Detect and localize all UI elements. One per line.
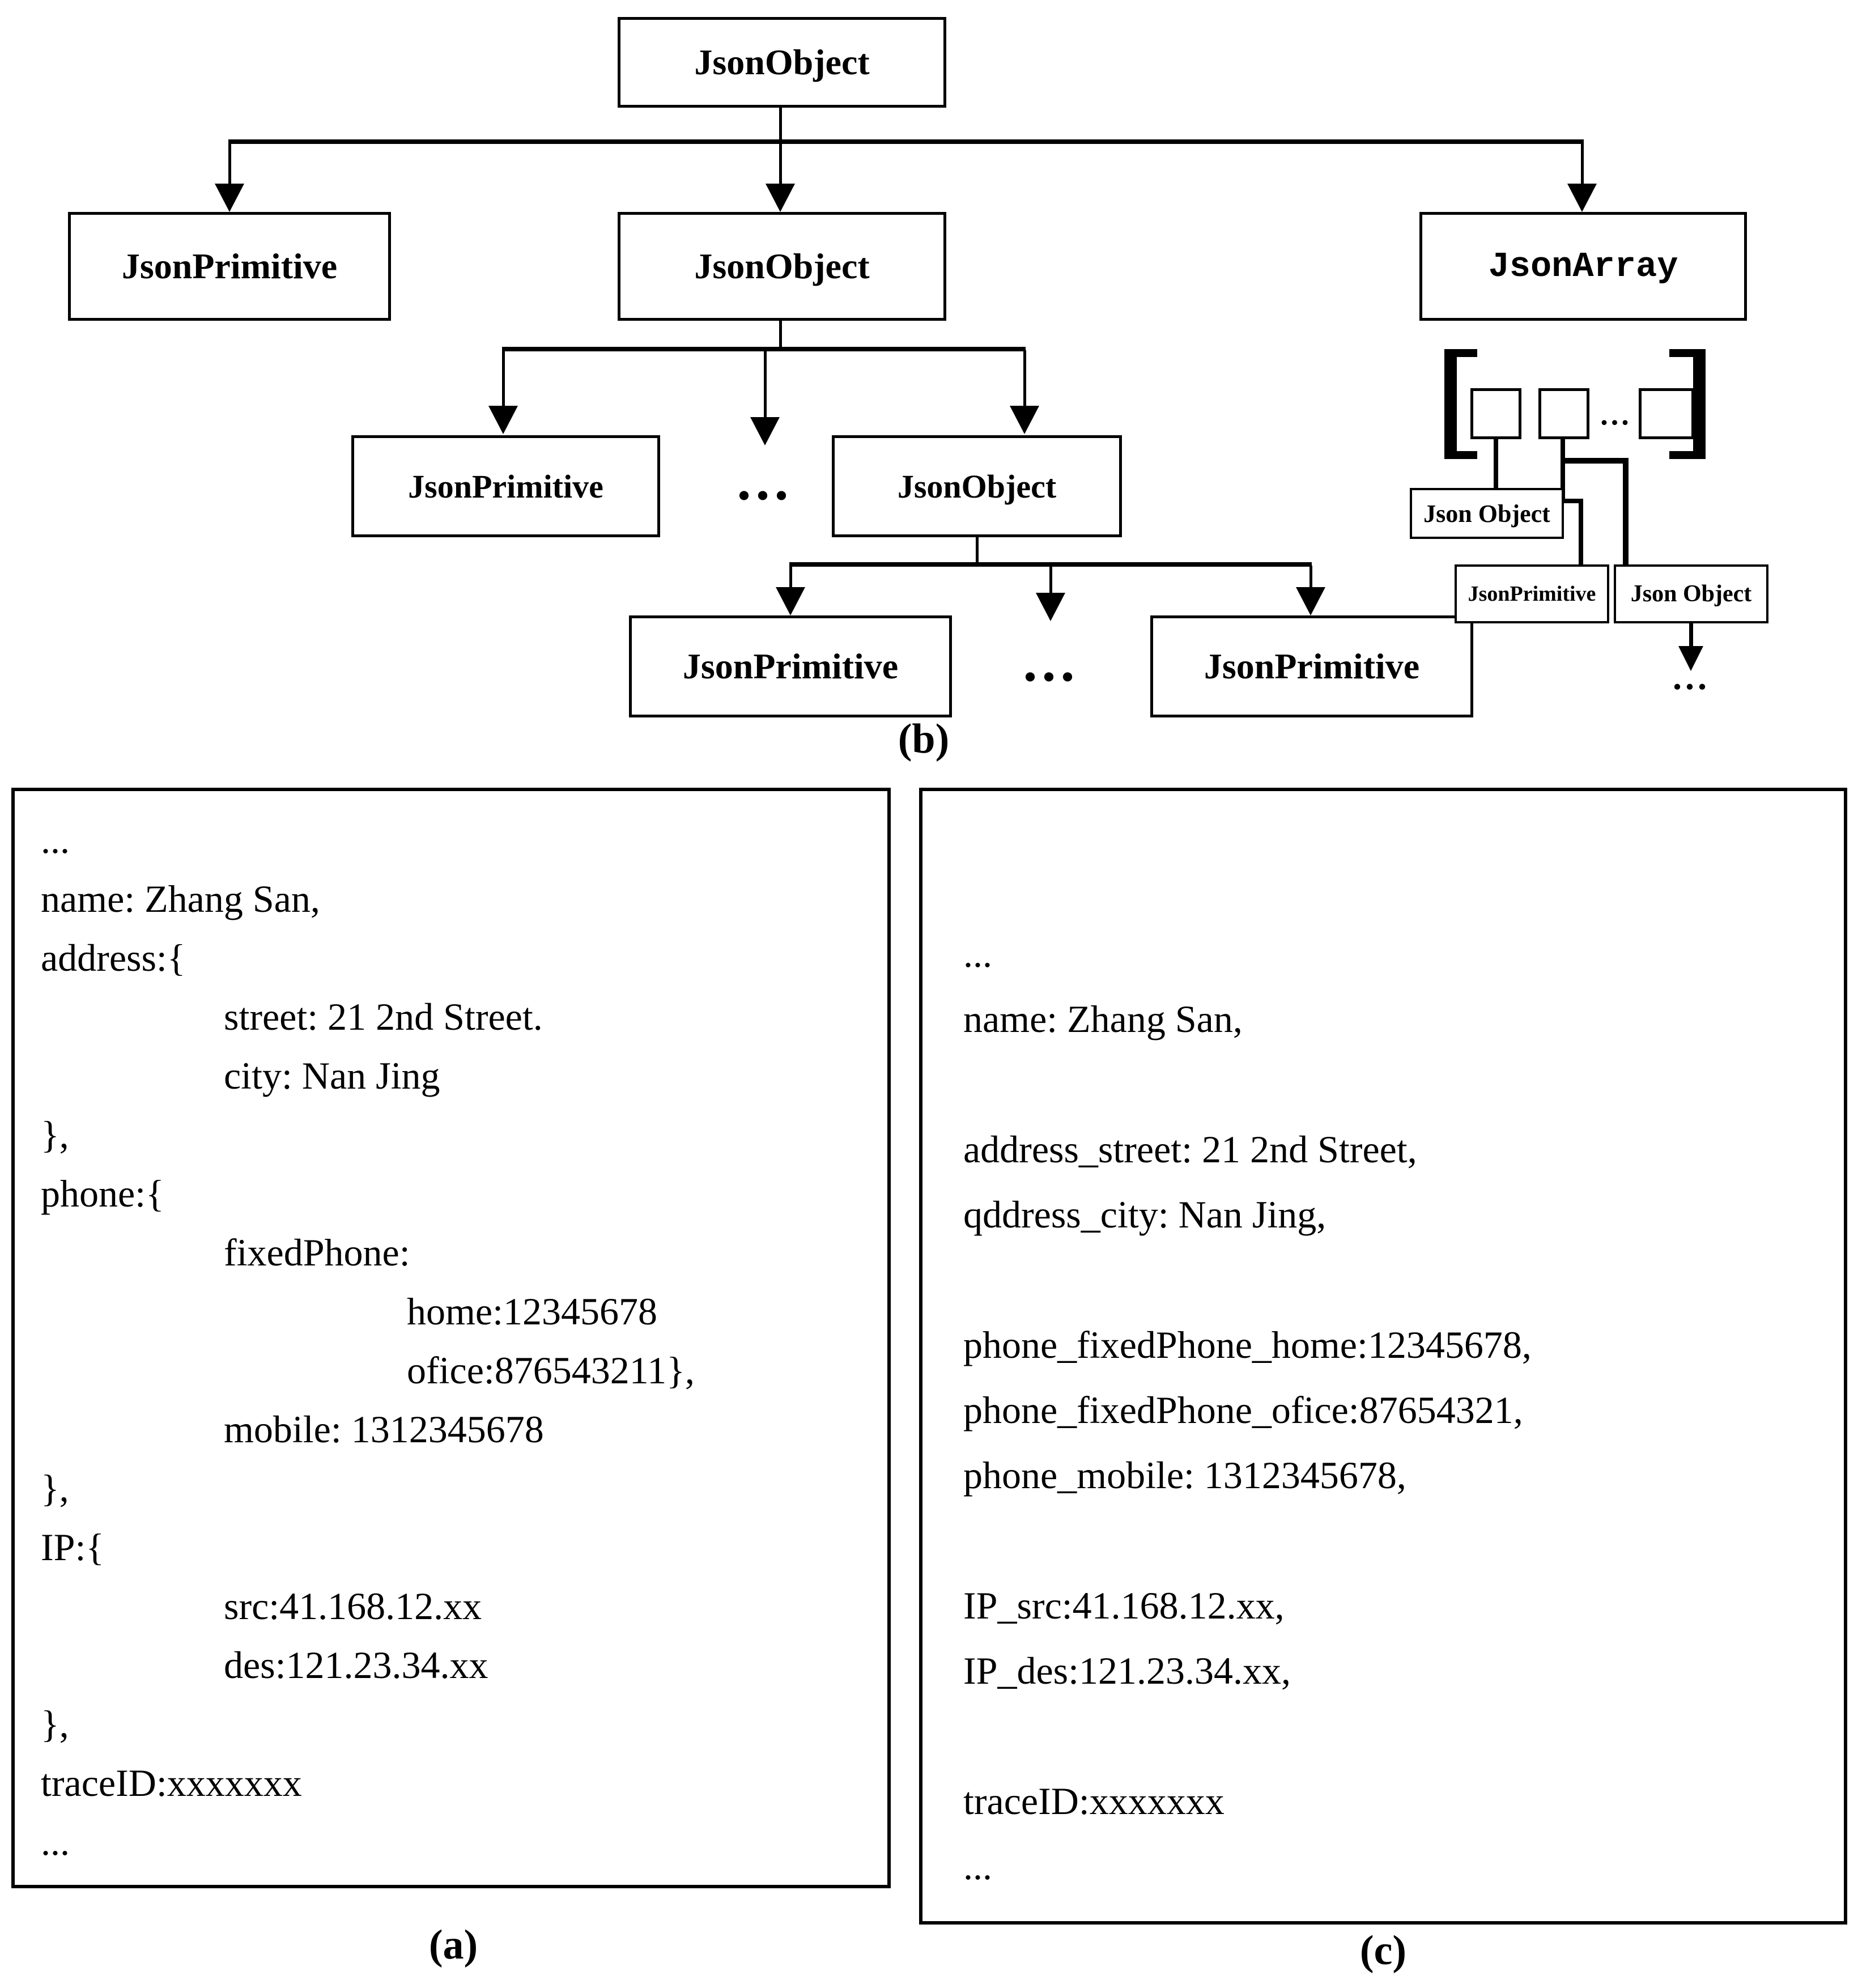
json-line: name: Zhang San, xyxy=(41,877,320,920)
tree-root-box: JsonObject xyxy=(618,17,946,108)
json-line xyxy=(963,1508,1844,1573)
panel-c: ... name: Zhang San, address_street: 21 … xyxy=(919,788,1847,1925)
connector-line xyxy=(1561,438,1565,503)
json-line: ... xyxy=(963,1845,992,1888)
json-line: city: Nan Jing xyxy=(41,1054,440,1097)
array-item-box xyxy=(1470,388,1521,439)
tree-level3-ellipsis: ... xyxy=(1023,630,1079,693)
json-line xyxy=(963,1052,1844,1117)
json-line xyxy=(963,1247,1844,1312)
arrowhead-down-icon xyxy=(488,406,518,434)
array-child-jsonobject-box: Json Object xyxy=(1410,488,1564,539)
connector-line xyxy=(1689,623,1693,647)
connector-line xyxy=(789,566,792,588)
json-line xyxy=(963,1704,1844,1769)
tree-level1-jsonobject-box: JsonObject xyxy=(618,212,946,321)
json-line: ofice:876543211}, xyxy=(41,1349,695,1392)
connector-line xyxy=(779,321,782,349)
connector-line xyxy=(1579,499,1583,566)
connector-line xyxy=(976,537,979,564)
caption-b: (b) xyxy=(898,716,950,762)
connector-line xyxy=(228,143,231,185)
arrowhead-down-icon xyxy=(1036,593,1065,621)
json-line: fixedPhone: xyxy=(41,1231,410,1274)
connector-line xyxy=(779,143,782,185)
connector-line xyxy=(1561,499,1583,503)
json-line: src:41.168.12.xx xyxy=(41,1585,482,1628)
arrowhead-down-icon xyxy=(750,417,780,445)
arrowhead-down-icon xyxy=(766,184,795,212)
tree-level2-ellipsis: ... xyxy=(737,449,793,512)
json-line: street: 21 2nd Street. xyxy=(41,995,543,1038)
json-line: IP_src:41.168.12.xx, xyxy=(963,1584,1285,1627)
array-item-box xyxy=(1639,388,1694,439)
json-line: IP:{ xyxy=(41,1526,104,1569)
connector-line xyxy=(779,107,782,142)
connector-line xyxy=(502,347,1026,351)
json-line: des:121.23.34.xx xyxy=(41,1643,488,1687)
connector-line xyxy=(1494,438,1498,490)
arrowhead-down-icon xyxy=(1567,184,1597,212)
json-line: ... xyxy=(41,1820,70,1863)
json-line: ... xyxy=(41,818,70,861)
right-bracket-icon xyxy=(1669,349,1706,459)
array-expand-ellipsis: ... xyxy=(1673,657,1710,697)
connector-line xyxy=(764,350,767,418)
json-line: }, xyxy=(41,1702,69,1745)
json-line: }, xyxy=(41,1113,69,1156)
json-line: qddress_city: Nan Jing, xyxy=(963,1193,1326,1236)
json-line: phone:{ xyxy=(41,1172,164,1215)
json-line: home:12345678 xyxy=(41,1290,657,1333)
connector-line xyxy=(789,562,1312,567)
json-line: address_street: 21 2nd Street, xyxy=(963,1128,1417,1171)
array-child-jsonobject2-box: Json Object xyxy=(1614,564,1768,623)
json-line: }, xyxy=(41,1467,69,1510)
tree-level3-jsonprimitive-right-box: JsonPrimitive xyxy=(1150,615,1473,717)
json-line: name: Zhang San, xyxy=(963,997,1243,1040)
connector-line xyxy=(1309,566,1312,588)
json-line: ... xyxy=(963,932,992,975)
connector-line xyxy=(1561,458,1629,464)
arrowhead-down-icon xyxy=(1678,646,1703,671)
connector-line xyxy=(1049,566,1052,594)
arrowhead-down-icon xyxy=(1296,587,1325,615)
caption-a: (a) xyxy=(428,1922,478,1968)
arrowhead-down-icon xyxy=(1010,406,1039,434)
array-child-jsonprimitive-box: JsonPrimitive xyxy=(1455,564,1609,623)
tree-level3-jsonprimitive-left-box: JsonPrimitive xyxy=(629,615,952,717)
connector-line xyxy=(502,350,505,407)
json-line: traceID:xxxxxxx xyxy=(41,1761,302,1804)
tree-level1-jsonarray-box: JsonArray xyxy=(1419,212,1747,321)
tree-level2-jsonprimitive-box: JsonPrimitive xyxy=(351,435,660,537)
tree-level1-jsonprimitive-box: JsonPrimitive xyxy=(68,212,391,321)
json-line: phone_fixedPhone_ofice:87654321, xyxy=(963,1388,1523,1431)
left-bracket-icon xyxy=(1444,349,1477,459)
arrowhead-down-icon xyxy=(215,184,244,212)
caption-c: (c) xyxy=(1359,1927,1407,1974)
connector-line xyxy=(1023,350,1026,407)
arrowhead-down-icon xyxy=(776,587,805,615)
json-line: address:{ xyxy=(41,936,186,979)
connector-line xyxy=(228,139,1584,144)
json-line: mobile: 1312345678 xyxy=(41,1408,544,1451)
json-line: phone_fixedPhone_home:12345678, xyxy=(963,1323,1532,1366)
json-line: IP_des:121.23.34.xx, xyxy=(963,1649,1291,1692)
panel-a: ... name: Zhang San, address:{ street: 2… xyxy=(11,788,891,1888)
connector-line xyxy=(1581,143,1584,185)
connector-line xyxy=(1623,458,1629,566)
json-line: traceID:xxxxxxx xyxy=(963,1779,1225,1823)
array-items-ellipsis: ... xyxy=(1600,397,1632,431)
tree-level2-jsonobject-box: JsonObject xyxy=(832,435,1122,537)
array-item-box xyxy=(1538,388,1589,439)
json-line: phone_mobile: 1312345678, xyxy=(963,1454,1406,1497)
